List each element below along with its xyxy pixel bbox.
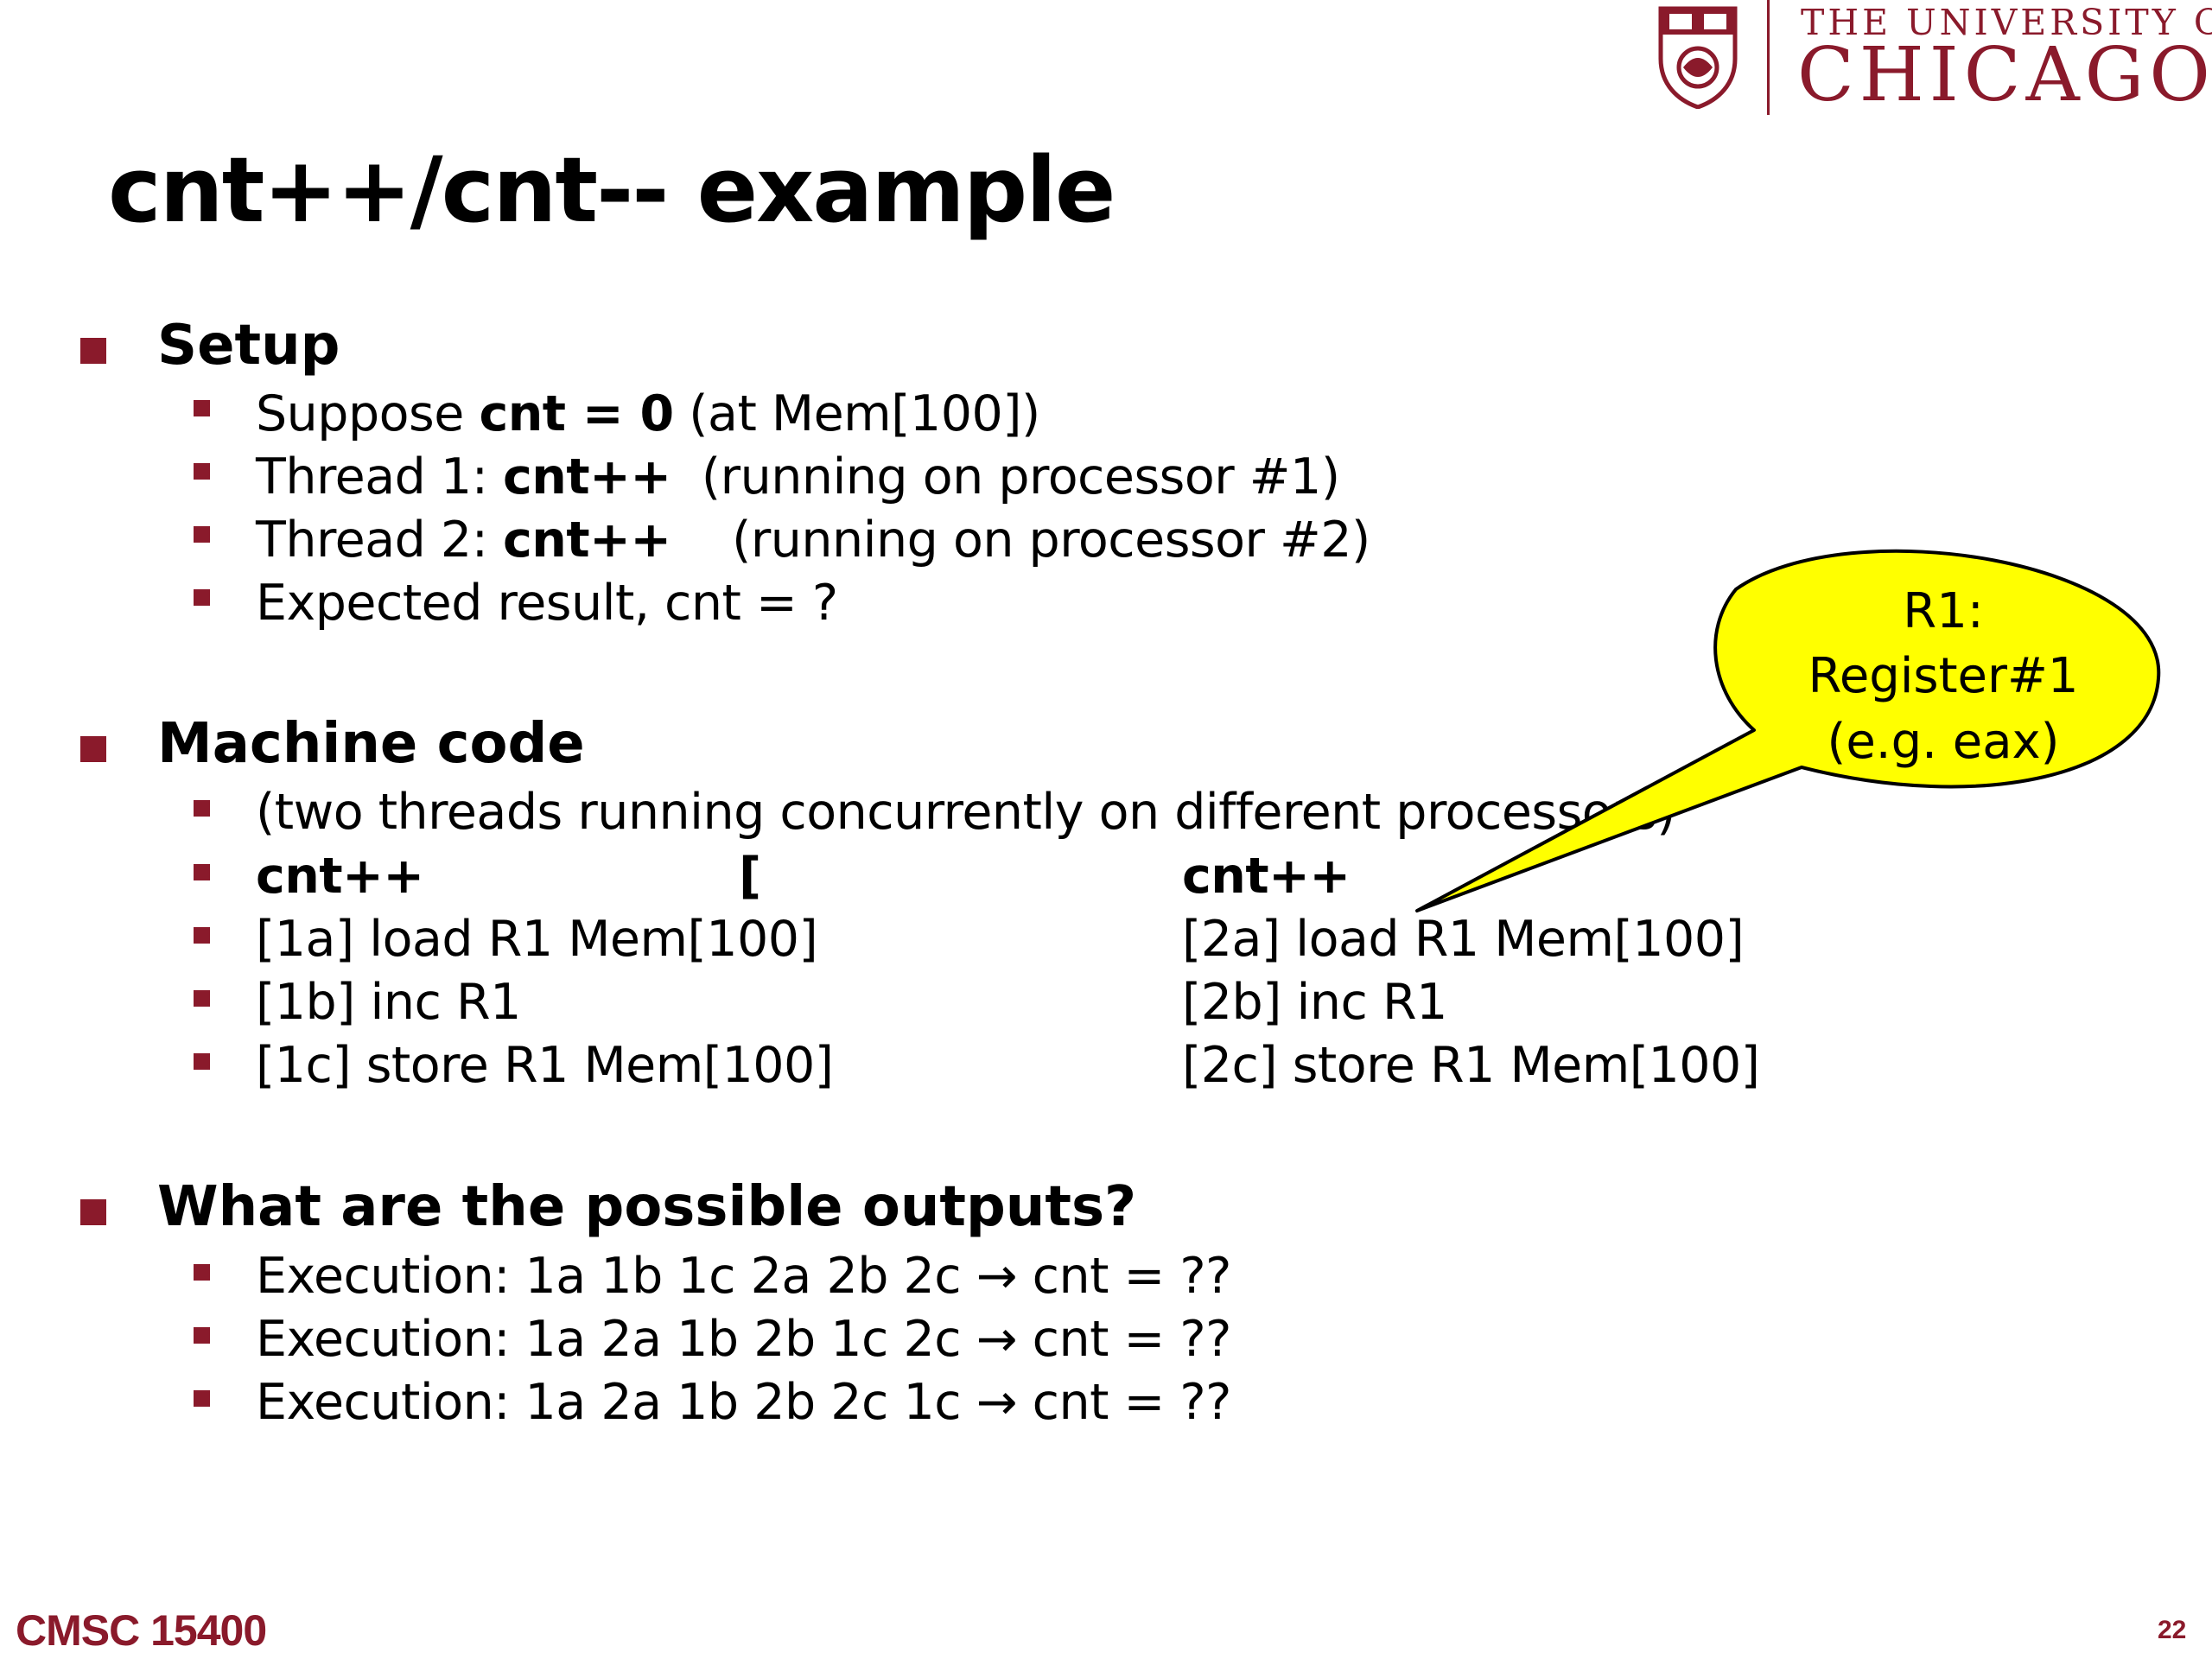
slide-title: cnt++/cnt-- example xyxy=(108,137,1116,243)
logo-divider xyxy=(1767,0,1770,115)
item-bullet xyxy=(194,526,210,543)
machine-code-intro: (two threads running concurrently on dif… xyxy=(256,784,1676,841)
logo-text-chicago: CHICAGO xyxy=(1797,32,2212,118)
output-execution-2: Execution: 1a 2a 1b 2b 1c 2c → cnt = ?? xyxy=(256,1311,1231,1368)
item-bullet xyxy=(194,1327,210,1344)
code-row-2a: [2a] load R1 Mem[100] xyxy=(1182,911,1745,968)
callout-line-1: R1: xyxy=(1903,583,1984,639)
callout-bubble xyxy=(1415,549,2161,912)
item-bullet xyxy=(194,990,210,1007)
setup-item-4: Expected result, cnt = ? xyxy=(256,575,838,632)
item-bullet xyxy=(194,1390,210,1407)
section-heading-outputs: What are the possible outputs? xyxy=(157,1175,1137,1239)
output-execution-3: Execution: 1a 2a 1b 2b 2c 1c → cnt = ?? xyxy=(256,1374,1231,1431)
item-bullet xyxy=(194,800,210,817)
section-bullet xyxy=(80,338,106,364)
code-row-2c: [2c] store R1 Mem[100] xyxy=(1182,1037,1760,1094)
setup-item-3: Thread 2: cnt++ (running on processor #2… xyxy=(256,512,1370,569)
section-heading-setup: Setup xyxy=(157,314,340,378)
logo-text-university: THE UNIVERSITY OF xyxy=(1801,2,2212,43)
setup-item-2: Thread 1: cnt++ (running on processor #1… xyxy=(256,448,1340,505)
item-bullet xyxy=(194,400,210,416)
item-bullet xyxy=(194,463,210,480)
section-bullet xyxy=(80,736,106,762)
callout-shape xyxy=(1415,549,2161,912)
output-execution-1: Execution: 1a 1b 1c 2a 2b 2c → cnt = ?? xyxy=(256,1248,1231,1305)
item-bullet xyxy=(194,1053,210,1070)
code-col1-header: cnt++ xyxy=(256,848,424,905)
code-row-1c: [1c] store R1 Mem[100] xyxy=(256,1037,834,1094)
code-row-1b: [1b] inc R1 xyxy=(256,974,521,1031)
item-bullet xyxy=(194,864,210,880)
code-row-2b: [2b] inc R1 xyxy=(1182,974,1447,1031)
callout-line-2: Register#1 xyxy=(1808,648,2079,704)
callout-line-3: (e.g. eax) xyxy=(1827,714,2060,770)
code-bracket: [ xyxy=(739,848,761,905)
slide-page-number: 22 xyxy=(2158,1616,2187,1644)
setup-item-1: Suppose cnt = 0 (at Mem[100]) xyxy=(256,385,1040,442)
university-shield-logo xyxy=(1658,6,1738,109)
code-col2-header: cnt++ xyxy=(1182,848,1351,905)
section-bullet xyxy=(80,1199,106,1225)
code-row-1a: [1a] load R1 Mem[100] xyxy=(256,911,818,968)
section-heading-machine-code: Machine code xyxy=(157,712,585,776)
item-bullet xyxy=(194,927,210,944)
item-bullet xyxy=(194,1264,210,1281)
footer-course-code: CMSC 15400 xyxy=(16,1606,267,1655)
item-bullet xyxy=(194,589,210,606)
